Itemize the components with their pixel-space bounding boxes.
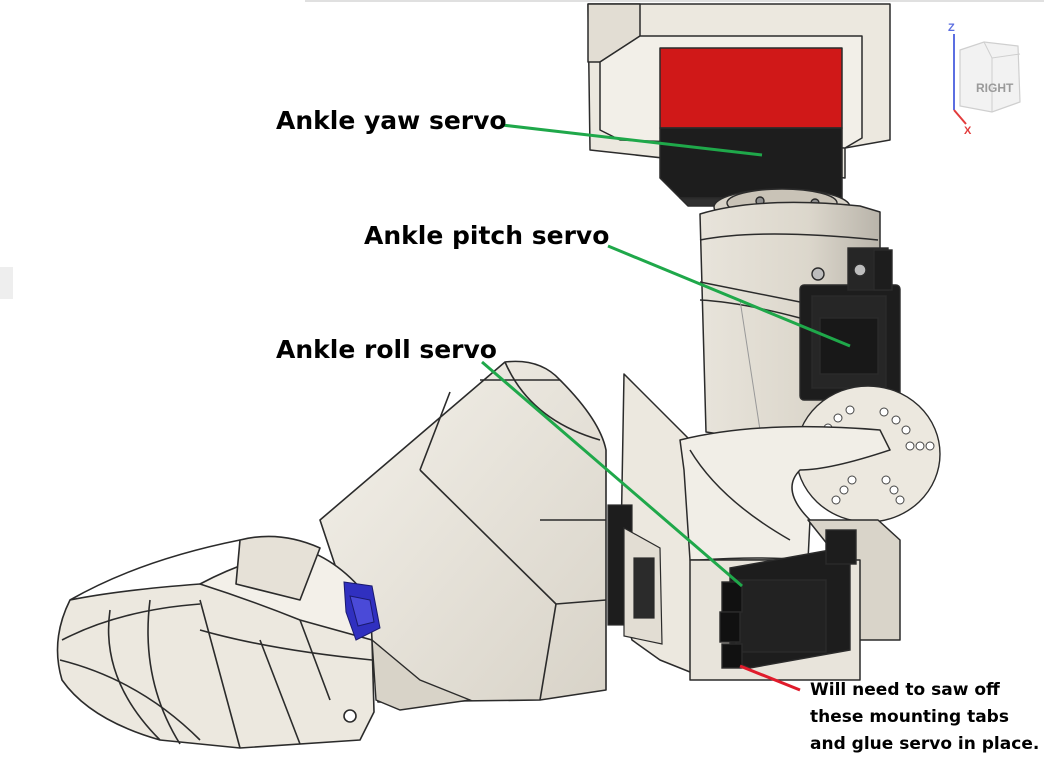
sidebar-tab[interactable] [0, 267, 13, 299]
z-axis-label: Z [948, 22, 955, 34]
bracket-side-servo [607, 504, 663, 645]
pitch-servo [799, 247, 901, 401]
yaw-servo-housing [587, 3, 891, 207]
view-cube-box[interactable] [959, 41, 1021, 113]
yaw-leader-line [501, 123, 763, 157]
ankle-pitch-servo-label: Ankle pitch servo [364, 221, 610, 250]
ankle-yaw-servo-label: Ankle yaw servo [276, 106, 507, 135]
view-cube-face-label: RIGHT [976, 81, 1014, 95]
view-cube[interactable]: RIGHT Z X [944, 20, 1034, 135]
note-leader-line [739, 664, 801, 692]
toe-gap [371, 638, 473, 711]
pitch-leader-line [607, 244, 851, 348]
note-line-2: these mounting tabs [810, 707, 1009, 727]
ankle-roll-servo-label: Ankle roll servo [276, 335, 497, 364]
roll-servo [719, 529, 857, 669]
x-axis-line [953, 109, 967, 125]
foot-shell [319, 360, 607, 703]
note-line-1: Will need to saw off [810, 680, 1000, 700]
roll-leader-line [481, 360, 743, 588]
toe-joint-blue-part [343, 581, 381, 641]
note-line-3: and glue servo in place. [810, 734, 1040, 754]
foot-toe [56, 535, 375, 749]
mounting-tabs-note: Will need to saw off these mounting tabs… [810, 677, 1039, 758]
x-axis-label: X [964, 125, 972, 135]
